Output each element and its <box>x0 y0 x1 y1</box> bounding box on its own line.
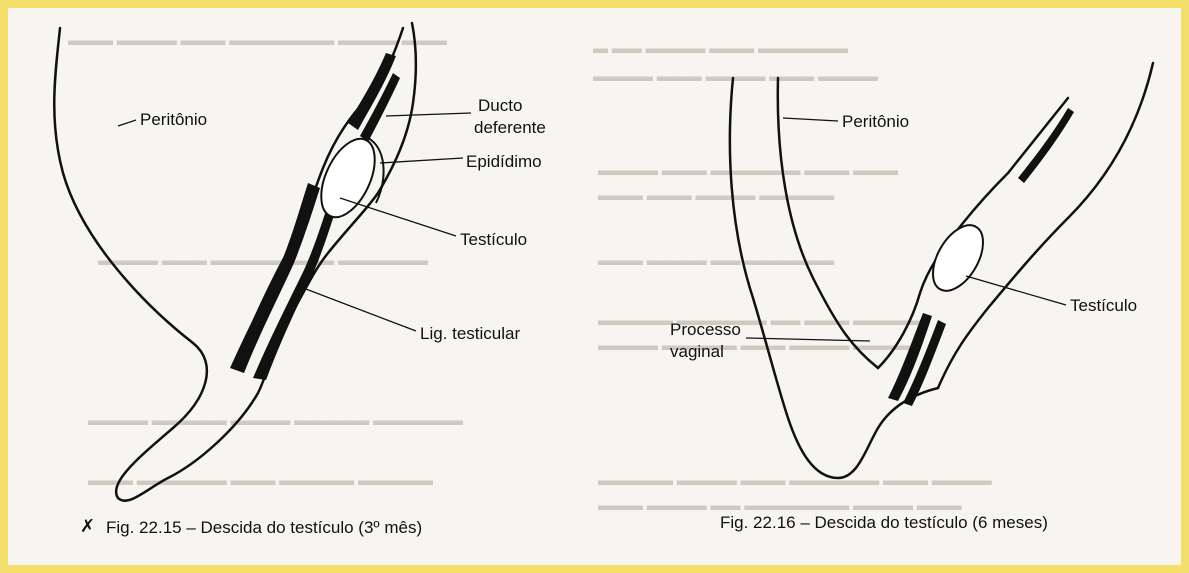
right-testicle <box>923 217 994 299</box>
label-vaginal: vaginal <box>670 342 724 361</box>
handwritten-mark: ✗ <box>80 516 95 537</box>
label-testiculo-right: Testículo <box>1070 296 1137 315</box>
label-testiculo-left: Testículo <box>460 230 527 249</box>
left-testicle <box>310 131 385 226</box>
label-deferente: deferente <box>474 118 546 137</box>
label-epididimo: Epidídimo <box>466 152 542 171</box>
left-figure-outline <box>54 23 416 501</box>
caption-fig-22-15: Fig. 22.15 – Descida do testículo (3º mê… <box>106 518 422 538</box>
scanned-page: ▬ ▬▬ ▬▬▬▬ ▬▬▬ ▬▬▬▬▬▬ ▬▬▬▬ ▬▬▬ ▬▬▬▬ ▬▬▬ ▬… <box>8 8 1181 565</box>
label-processo: Processo <box>670 320 741 339</box>
diagram-drawing <box>8 8 1181 565</box>
label-lig-testicular: Lig. testicular <box>420 324 520 343</box>
caption-fig-22-16: Fig. 22.16 – Descida do testículo (6 mes… <box>720 513 1048 533</box>
left-spermatic-cord <box>230 53 400 380</box>
label-ducto: Ducto <box>478 96 522 115</box>
label-peritonio-left: Peritônio <box>140 110 207 129</box>
label-peritonio-right: Peritônio <box>842 112 909 131</box>
